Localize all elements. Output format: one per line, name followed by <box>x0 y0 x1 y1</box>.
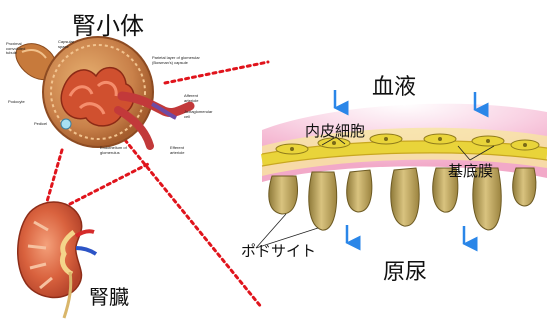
annotation-capsular-space: Capsular space <box>58 40 82 49</box>
filtration-barrier <box>256 90 547 248</box>
annotation-efferent-arteriole: Efferent arteriole <box>170 146 194 155</box>
annotation-juxtaglomerular-cell: Juxtaglomerular cell <box>184 110 214 119</box>
annotation-pedicel: Pedicel <box>34 122 47 127</box>
kidney-title: 腎臓 <box>89 281 129 310</box>
endothelial-cell-label: 内皮細胞 <box>305 120 365 141</box>
connector-top <box>165 62 268 83</box>
annotation-proximal-tubule: Proximal convoluted tubule <box>6 42 30 56</box>
annotation-endothelium: Endothelium of glomerulus <box>100 146 134 155</box>
primary-urine-label: 原尿 <box>383 254 427 286</box>
kidney-illustration <box>18 202 96 318</box>
annotation-parietal-layer: Parietal layer of glomerular (Bowman's) … <box>152 56 216 65</box>
connector-kidney-right <box>70 164 148 204</box>
annotation-afferent-arteriole: Afferent arteriole <box>184 94 208 103</box>
podocyte-label: ポドサイト <box>241 240 316 261</box>
blood-label: 血液 <box>372 69 416 101</box>
renal-corpuscle-title: 腎小体 <box>72 6 144 41</box>
connector-kidney-left <box>46 150 62 205</box>
podocyte-cells <box>269 168 536 230</box>
renal-corpuscle-illustration <box>16 37 190 147</box>
basement-membrane-label: 基底膜 <box>448 160 493 181</box>
annotation-podocyte: Podocyte <box>8 100 25 105</box>
